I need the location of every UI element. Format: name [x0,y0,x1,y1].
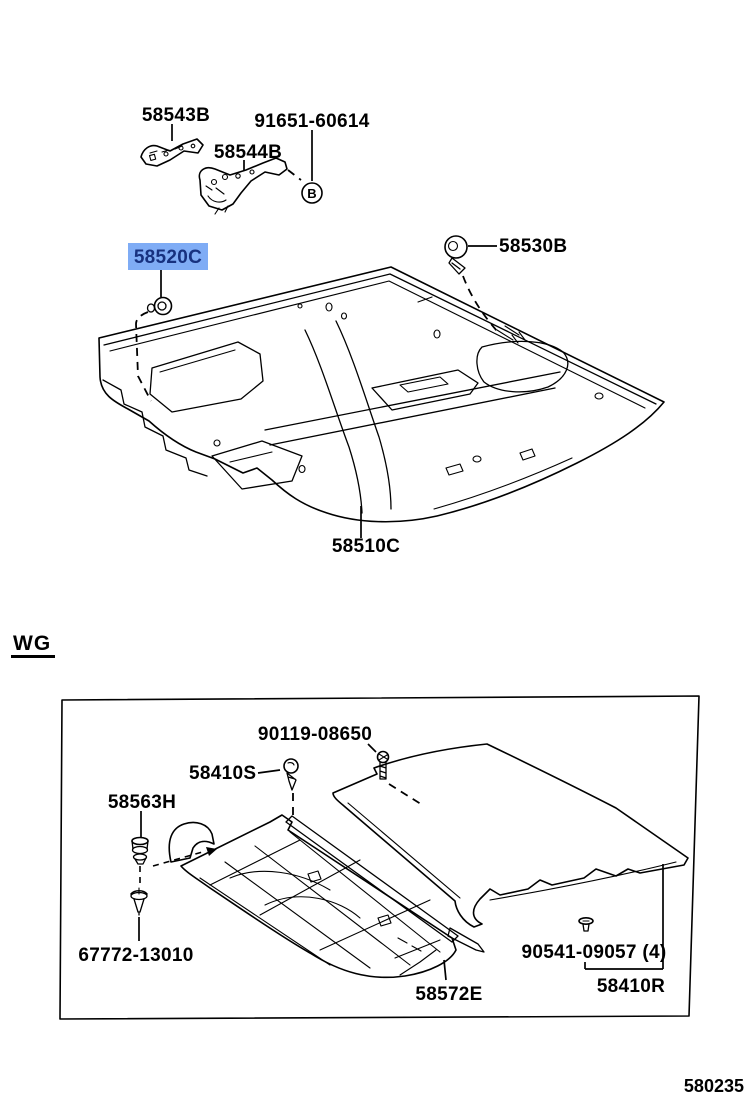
figure-code: 580235 [684,1076,744,1096]
part-label-screw-pin[interactable]: 58410S [189,763,256,784]
part-label-bracket-a[interactable]: 58543B [142,105,210,126]
wagon-underline [11,655,55,658]
part-label-clip-highlighted: 58520C [134,247,202,268]
part-label-carpet-front[interactable]: 58510C [332,536,400,557]
clip-right-drawing [444,235,498,332]
bracket-a-drawing [140,124,204,167]
circled-b-marker: B [301,130,323,204]
luggage-mat-leader [584,864,664,970]
highlighted-clip-drawing [135,270,173,402]
screw-icon [130,887,148,941]
wagon-section-label: WG [13,632,51,655]
bolt-icon [367,743,425,807]
bracket-b-drawing [198,157,302,215]
part-label-bracket-b[interactable]: 58544B [214,142,282,163]
part-label-grommet[interactable]: 58563H [108,792,176,813]
highlight-box [128,243,208,270]
screw-pin-icon [257,758,299,818]
highlighted-part-label[interactable]: 58520C [128,243,208,270]
part-label-clip-right[interactable]: 58530B [499,236,567,257]
circled-b-letter: B [307,186,316,201]
part-label-screw[interactable]: 67772-13010 [78,945,193,966]
front-floor-carpet-drawing [98,266,665,523]
part-label-luggage-mat[interactable]: 58410R [597,976,665,997]
grommet-icon [131,811,149,888]
part-label-rivet[interactable]: 90541-09057 (4) [522,942,667,963]
rivet-icon [578,916,594,932]
rear-floor-carpet-drawing [168,814,485,981]
wagon-variant-box [59,695,700,1020]
wagon-section-heading: WG [11,632,55,658]
part-label-carpet-rear[interactable]: 58572E [415,984,482,1005]
part-label-bolt[interactable]: 90119-08650 [258,724,372,745]
luggage-mat-drawing [332,743,689,928]
part-label-bolt-top[interactable]: 91651-60614 [254,111,369,132]
